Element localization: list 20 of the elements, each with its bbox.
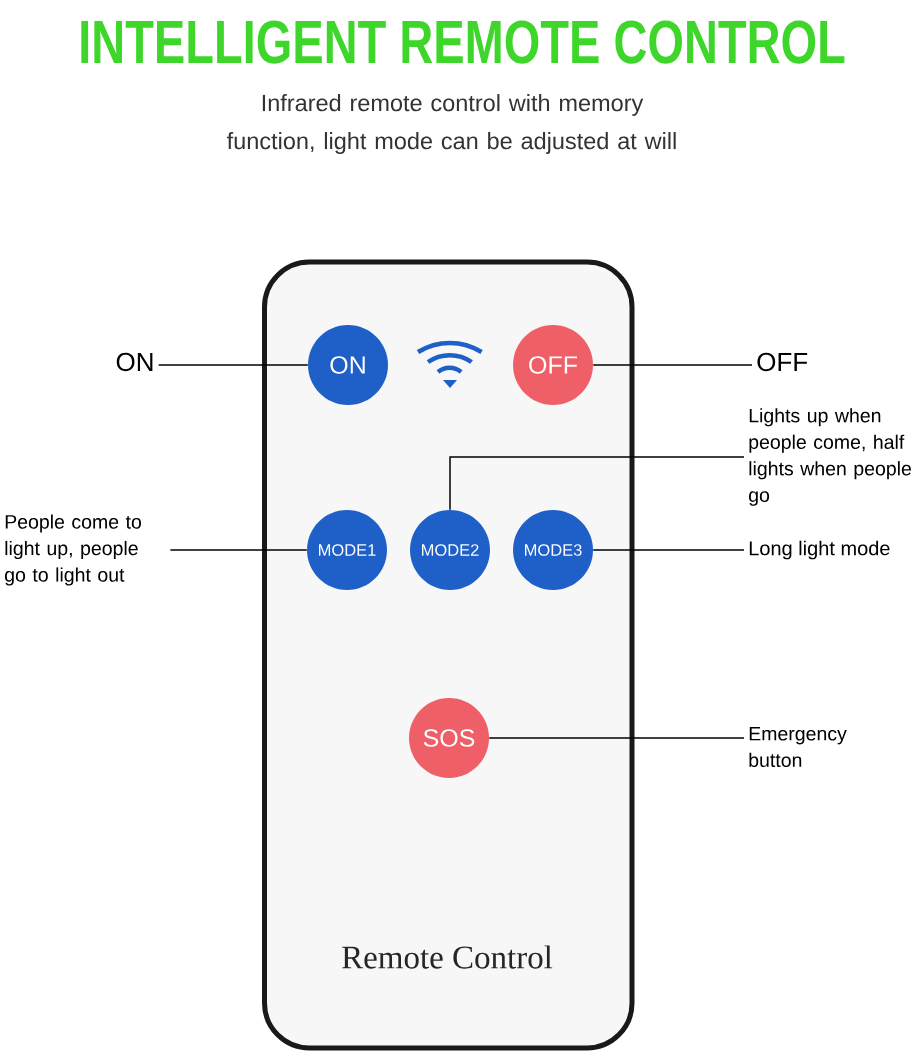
round-button: MODE3 [513,510,593,590]
callout-text: ON [116,352,153,372]
callout-text: People come to light up, people go to light out [5,514,141,586]
callout-text: Emergency button [749,726,847,768]
round-button: MODE2 [410,510,490,590]
leader-line [449,456,745,511]
subtitle: Infrared remote control with memory function, light mode can be adjusted at will [227,94,676,154]
title: INTELLIGENT REMOTE CONTROL [81,20,845,64]
callout-text: OFF [757,352,808,372]
leader-line [488,737,745,739]
callout-text: Lights up when people come, half lights when people go [749,408,911,506]
callout-text: Long light mode [749,540,890,560]
round-button: ON [308,325,388,405]
round-button: SOS [409,698,489,778]
leader-line [592,364,753,366]
leader-line [592,549,745,551]
round-button: OFF [513,325,593,405]
leader-line [157,364,309,366]
round-button: MODE1 [307,510,387,590]
leader-line [169,549,308,551]
